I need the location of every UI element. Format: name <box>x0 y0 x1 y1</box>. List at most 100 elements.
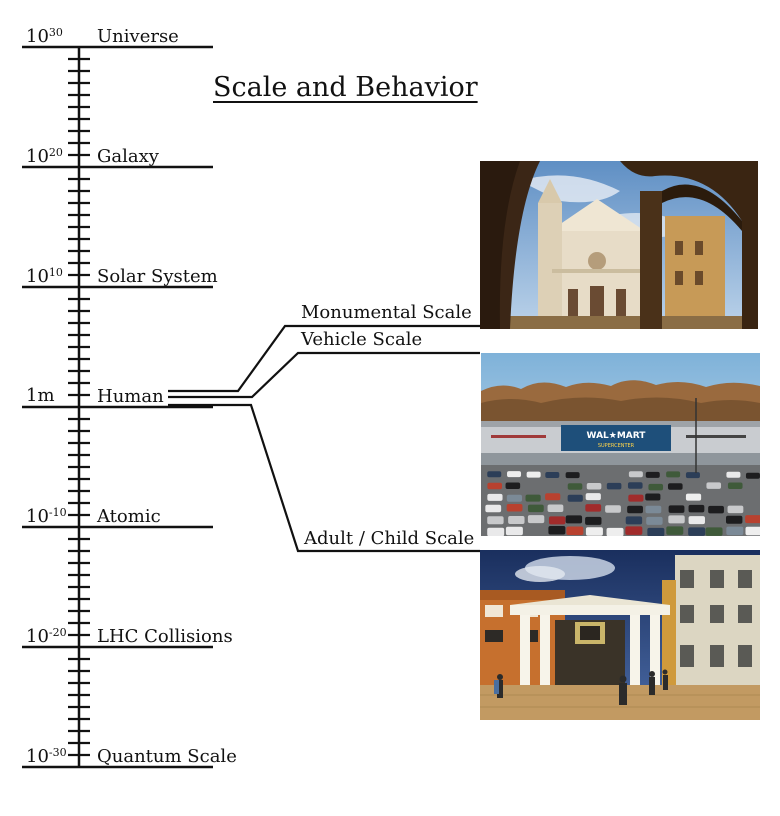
parked-car <box>505 526 523 536</box>
parked-car <box>628 471 643 478</box>
parked-car <box>627 505 643 514</box>
parked-car <box>585 493 601 501</box>
walmart-parking-photo: WAL★MART SUPERCENTER <box>481 353 760 536</box>
parked-car <box>667 483 683 490</box>
scale-exponent-label: 10-20 <box>26 627 67 646</box>
parked-car <box>727 505 744 514</box>
town-square-rendering-icon <box>480 550 760 720</box>
parked-car <box>487 527 505 536</box>
branch-label-vehicle: Vehicle Scale <box>301 329 423 350</box>
parked-car <box>645 493 661 501</box>
parked-car <box>506 504 523 512</box>
parked-car <box>585 516 602 525</box>
parked-car <box>567 483 583 490</box>
scale-exponent-power: 10 <box>48 266 63 279</box>
branch-connectors <box>168 324 480 553</box>
scale-exponent-label: 1030 <box>26 27 63 46</box>
parked-car <box>705 527 723 536</box>
scale-exponent-label: 1m <box>26 387 55 405</box>
scale-level-name: Human <box>97 386 164 407</box>
parked-car <box>685 493 702 501</box>
parked-car <box>605 505 621 513</box>
parked-car <box>628 494 644 502</box>
scale-level-name: Solar System <box>97 266 218 287</box>
parked-car <box>485 504 502 513</box>
parked-car <box>606 482 622 490</box>
parked-car <box>648 483 664 491</box>
walmart-sign-subtext: SUPERCENTER <box>598 443 635 449</box>
parked-car <box>487 493 503 501</box>
scale-exponent-base: 10 <box>26 146 49 168</box>
scale-level-name: Quantum Scale <box>97 746 237 767</box>
diagram-title: Scale and Behavior <box>213 72 478 103</box>
parked-car <box>606 527 624 536</box>
cathedral-piazza-icon <box>480 161 758 329</box>
ruler-major-lines <box>22 45 213 769</box>
parked-car <box>585 527 603 536</box>
parked-car <box>745 526 760 536</box>
scale-level-name: Universe <box>97 26 179 47</box>
scale-level-name: LHC Collisions <box>97 626 233 647</box>
scale-exponent-base: 10 <box>26 626 49 648</box>
parked-car <box>548 516 566 525</box>
parked-car <box>745 515 760 524</box>
parked-car <box>567 494 583 502</box>
parked-car <box>625 526 643 535</box>
scale-exponent-base: 1m <box>26 385 55 406</box>
parked-car <box>585 504 602 512</box>
branch-line-adult-child <box>168 403 480 553</box>
scale-exponent-base: 10 <box>26 266 49 288</box>
branch-line-monumental <box>168 324 480 393</box>
town-square-photo <box>480 550 760 720</box>
parked-car <box>726 526 744 536</box>
parked-car <box>666 526 684 535</box>
parked-car <box>727 482 743 490</box>
parked-car <box>548 526 566 535</box>
parked-car <box>527 504 544 513</box>
branch-line-vehicle <box>168 351 480 399</box>
parked-car <box>487 516 504 525</box>
parked-car <box>647 527 665 536</box>
parked-car <box>547 504 564 513</box>
parked-car <box>545 471 560 478</box>
parked-car <box>688 516 705 525</box>
scale-exponent-power: 30 <box>48 26 63 39</box>
parked-car <box>668 515 685 524</box>
scale-exponent-base: 10 <box>26 746 49 768</box>
parked-car <box>688 504 705 513</box>
walmart-sign-text: WAL★MART <box>587 431 647 441</box>
scale-level-name: Galaxy <box>97 146 159 167</box>
parked-car <box>745 472 760 479</box>
parked-car <box>566 526 584 535</box>
parked-car <box>506 494 523 502</box>
parked-car <box>666 471 681 478</box>
cathedral-photo <box>480 161 758 329</box>
parked-car <box>645 505 662 514</box>
parked-car <box>565 515 583 524</box>
parked-car <box>565 472 580 479</box>
parked-car <box>627 482 643 489</box>
parked-car <box>646 516 663 525</box>
parked-car <box>507 471 522 478</box>
parked-car <box>726 515 743 524</box>
parked-car <box>685 472 700 479</box>
parked-car <box>668 505 685 513</box>
ruler-ticks <box>68 57 90 757</box>
parked-car <box>505 482 521 489</box>
scale-exponent-label: 10-10 <box>26 507 67 526</box>
scale-exponent-base: 10 <box>26 26 49 48</box>
parked-car <box>527 515 545 524</box>
parked-car <box>645 471 660 478</box>
parked-car <box>706 482 722 489</box>
scale-level-name: Atomic <box>97 506 161 527</box>
parked-car <box>688 527 706 536</box>
scale-exponent-power: -10 <box>48 506 67 519</box>
parked-car <box>726 471 741 478</box>
parked-car <box>586 482 602 490</box>
scale-exponent-label: 1010 <box>26 267 63 286</box>
parked-car <box>625 516 643 525</box>
parked-car <box>545 493 561 501</box>
scale-exponent-label: 10-30 <box>26 747 67 766</box>
scale-exponent-power: 20 <box>48 146 63 159</box>
